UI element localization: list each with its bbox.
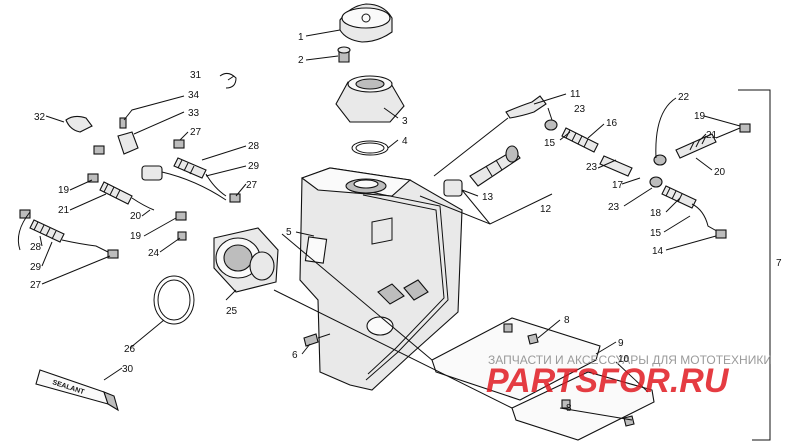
callout-23-middle: 23 (586, 162, 598, 173)
callout-16: 16 (606, 118, 618, 129)
watermark-brand: PARTSFOR.RU (486, 362, 730, 400)
callout-bracket-7 (738, 89, 771, 441)
callout-21-left: 21 (58, 205, 70, 216)
callout-29-left: 29 (30, 262, 42, 273)
callout-25: 25 (226, 306, 238, 317)
callout-15-lower: 15 (650, 228, 662, 239)
callout-18: 18 (650, 208, 662, 219)
callout-15-upper: 15 (544, 138, 556, 149)
callout-27-left: 27 (30, 280, 42, 291)
clamps (65, 72, 237, 155)
watermark-caption: ЗАПЧАСТИ И АКСЕССУАРЫ ДЛЯ МОТОТЕХНИКИ (488, 353, 772, 367)
callout-24: 24 (148, 248, 160, 259)
callout-12: 12 (540, 204, 552, 215)
callout-3: 3 (402, 116, 408, 127)
callout-21-right: 21 (706, 130, 718, 141)
callout-19-left: 19 (58, 185, 70, 196)
watermark: ЗАПЧАСТИ И АКСЕССУАРЫ ДЛЯ МОТОТЕХНИКИ PA… (486, 353, 772, 400)
callout-labels: 1 2 3 4 5 6 7 8 8 9 10 11 12 13 14 15 15… (30, 32, 782, 414)
callout-20-right: 20 (714, 167, 726, 178)
leader-lines (39, 29, 741, 421)
callout-23-top: 23 (574, 104, 586, 115)
callout-31: 31 (190, 70, 202, 81)
callout-19-middle: 19 (130, 231, 142, 242)
callout-8-upper: 8 (564, 315, 570, 326)
oil-pump (153, 227, 279, 325)
callout-27-top: 27 (190, 127, 202, 138)
callout-19-right: 19 (694, 111, 706, 122)
callout-10: 10 (618, 354, 630, 365)
callout-13: 13 (482, 192, 494, 203)
callout-28-right: 28 (248, 141, 260, 152)
callout-17: 17 (612, 180, 624, 191)
callout-28-left: 28 (30, 242, 42, 253)
callout-29-right: 29 (248, 161, 260, 172)
callout-14: 14 (652, 246, 664, 257)
callout-20-left: 20 (130, 211, 142, 222)
callout-26: 26 (124, 344, 136, 355)
callout-32: 32 (34, 112, 46, 123)
callout-33: 33 (188, 108, 200, 119)
hose-assembly-left (17, 139, 241, 259)
sealant-tube: SEALANT (35, 369, 119, 412)
gasket-plates (431, 317, 655, 441)
callout-34: 34 (188, 90, 200, 101)
callout-1: 1 (298, 32, 304, 43)
oil-tank-body (299, 167, 463, 391)
callout-6: 6 (292, 350, 298, 361)
fittings-right (433, 95, 547, 197)
callout-2: 2 (298, 55, 304, 66)
callout-8-lower: 8 (566, 403, 572, 414)
callout-7: 7 (776, 258, 782, 269)
callout-22: 22 (678, 92, 690, 103)
callout-23-bottom: 23 (608, 202, 620, 213)
hose-assembly-right (544, 119, 751, 239)
callout-11: 11 (570, 89, 581, 100)
callout-27-right: 27 (246, 180, 258, 191)
callout-9: 9 (618, 338, 624, 349)
filler-cap-assembly (335, 3, 405, 156)
callout-30: 30 (122, 364, 134, 375)
callout-4: 4 (402, 136, 408, 147)
callout-5: 5 (286, 227, 292, 238)
screws (303, 333, 635, 427)
